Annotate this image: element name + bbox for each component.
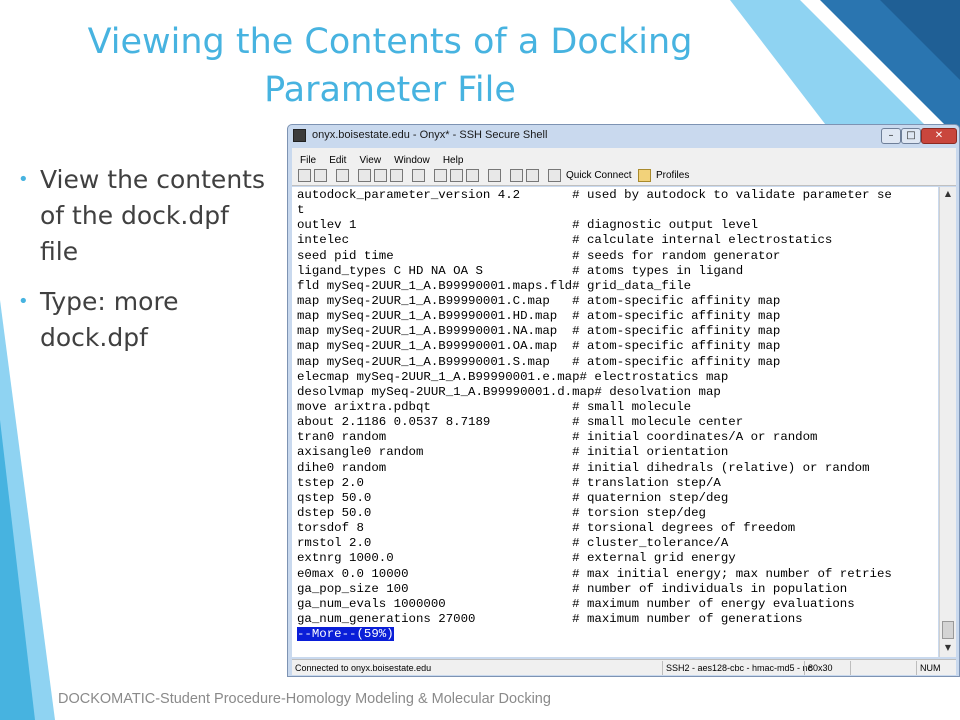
terminal-line: tran0 random # initial coordinates/A or … (297, 430, 818, 445)
window-title: onyx.boisestate.edu - Onyx* - SSH Secure… (312, 129, 548, 141)
bullet-item: •Type: more dock.dpf (12, 284, 272, 356)
terminal-line: map mySeq-2UUR_1_A.B99990001.OA.map # at… (297, 339, 781, 354)
terminal-line: dihe0 random # initial dihedrals (relati… (297, 460, 870, 475)
status-cipher: SSH2 - aes128-cbc - hmac-md5 - nc (662, 661, 812, 675)
terminal-line: torsdof 8 # torsional degrees of freedom (297, 521, 796, 536)
terminal-line: map mySeq-2UUR_1_A.B99990001.NA.map # at… (297, 324, 781, 339)
profiles-button[interactable]: Profiles (656, 170, 690, 181)
terminal-line: extnrg 1000.0 # external grid energy (297, 551, 736, 566)
status-connection: Connected to onyx.boisestate.edu (295, 663, 432, 673)
file-transfer-icon[interactable] (450, 169, 463, 182)
save-icon[interactable] (298, 169, 311, 182)
print-preview-icon[interactable] (336, 169, 349, 182)
toolbar: Quick Connect Profiles (292, 166, 956, 186)
menu-view[interactable]: View (359, 155, 382, 166)
terminal-line: ga_num_evals 1000000 # maximum number of… (297, 596, 855, 611)
more-prompt-line: --More--(59%) (297, 627, 938, 642)
terminal-line: rmstol 2.0 # cluster_tolerance/A (297, 536, 729, 551)
minimize-button[interactable]: – (881, 128, 901, 144)
terminal-line: fld mySeq-2UUR_1_A.B99990001.maps.fld# g… (297, 278, 692, 293)
terminal-line: about 2.1186 0.0537 8.7189 # small molec… (297, 415, 744, 430)
terminal-line: elecmap mySeq-2UUR_1_A.B99990001.e.map# … (297, 369, 729, 384)
terminal-line: ga_num_generations 27000 # maximum numbe… (297, 611, 803, 626)
bullet-list: •View the contents of the dock.dpf file … (12, 162, 272, 370)
new-terminal-icon[interactable] (434, 169, 447, 182)
terminal-line: seed pid time # seeds for random generat… (297, 248, 781, 263)
vertical-scrollbar[interactable]: ▲ ▼ (939, 187, 956, 657)
terminal-line: map mySeq-2UUR_1_A.B99990001.HD.map # at… (297, 309, 781, 324)
terminal-line: tstep 2.0 # translation step/A (297, 475, 721, 490)
terminal-line: intelec # calculate internal electrostat… (297, 233, 833, 248)
cut-icon[interactable] (390, 169, 403, 182)
bullet-dot-icon: • (18, 169, 29, 190)
status-empty (850, 661, 914, 675)
maximize-button[interactable]: □ (901, 128, 921, 144)
terminal-line: ligand_types C HD NA OA S # atoms types … (297, 263, 744, 278)
print-icon[interactable] (314, 169, 327, 182)
menu-edit[interactable]: Edit (329, 155, 347, 166)
settings-icon[interactable] (466, 169, 479, 182)
terminal-line: autodock_parameter_version 4.2 # used by… (297, 188, 892, 202)
scroll-thumb[interactable] (942, 621, 954, 639)
terminal-line: qstep 50.0 # quaternion step/deg (297, 490, 729, 505)
terminal-line: map mySeq-2UUR_1_A.B99990001.S.map # ato… (297, 354, 781, 369)
window-titlebar[interactable]: onyx.boisestate.edu - Onyx* - SSH Secure… (288, 125, 959, 147)
terminal-line: map mySeq-2UUR_1_A.B99990001.C.map # ato… (297, 293, 781, 308)
terminal-line: dstep 50.0 # torsion step/deg (297, 505, 706, 520)
bullet-item: •View the contents of the dock.dpf file (12, 162, 272, 270)
menu-window[interactable]: Window (394, 155, 430, 166)
left-decoration (0, 300, 55, 720)
terminal-line: t (297, 203, 305, 218)
more-prompt[interactable]: --More--(59%) (297, 627, 394, 642)
menu-help[interactable]: Help (442, 155, 464, 166)
terminal-output[interactable]: autodock_parameter_version 4.2 # used by… (292, 187, 938, 657)
key-icon[interactable] (488, 169, 501, 182)
terminal-line: desolvmap mySeq-2UUR_1_A.B99990001.d.map… (297, 384, 721, 399)
status-num: NUM (916, 661, 956, 675)
terminal-app-icon (293, 129, 306, 142)
paste-icon[interactable] (374, 169, 387, 182)
menu-bar: File Edit View Window Help (292, 148, 956, 166)
find-icon[interactable] (412, 169, 425, 182)
slide-footer: DOCKOMATIC-Student Procedure-Homology Mo… (58, 691, 551, 707)
slide-title: Viewing the Contents of a Docking Parame… (87, 22, 693, 110)
ssh-window: onyx.boisestate.edu - Onyx* - SSH Secure… (287, 124, 960, 677)
status-size: 80x30 (804, 661, 848, 675)
bullet-dot-icon: • (18, 291, 29, 312)
scroll-down-icon[interactable]: ▼ (944, 643, 952, 652)
quick-connect-button[interactable]: Quick Connect (566, 170, 632, 181)
status-bar: Connected to onyx.boisestate.edu SSH2 - … (292, 659, 956, 675)
book-icon[interactable] (510, 169, 523, 182)
terminal-line: ga_pop_size 100 # number of individuals … (297, 581, 848, 596)
terminal-line: outlev 1 # diagnostic output level (297, 218, 759, 233)
help-icon[interactable] (526, 169, 539, 182)
close-button[interactable]: ✕ (921, 128, 957, 144)
copy-icon[interactable] (358, 169, 371, 182)
terminal-line: axisangle0 random # initial orientation (297, 445, 729, 460)
menu-file[interactable]: File (300, 155, 317, 166)
scroll-up-icon[interactable]: ▲ (944, 189, 952, 198)
quick-connect-icon[interactable] (548, 169, 561, 182)
folder-icon[interactable] (638, 169, 651, 182)
terminal-line: e0max 0.0 10000 # max initial energy; ma… (297, 566, 892, 581)
terminal-line: move arixtra.pdbqt # small molecule (297, 399, 692, 414)
